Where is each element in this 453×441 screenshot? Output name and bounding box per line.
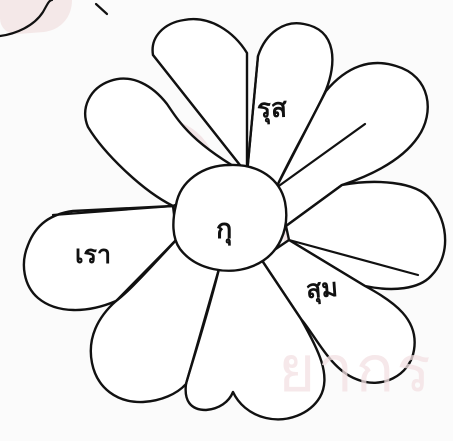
petal-label-left: เรา [75, 242, 111, 267]
watermark-text: ยากร [278, 318, 433, 420]
petal-label-right: สุม [305, 275, 338, 302]
scan-mark [96, 4, 107, 14]
center-label: กุ [216, 216, 232, 243]
petal-label-top: รุส [257, 95, 288, 122]
